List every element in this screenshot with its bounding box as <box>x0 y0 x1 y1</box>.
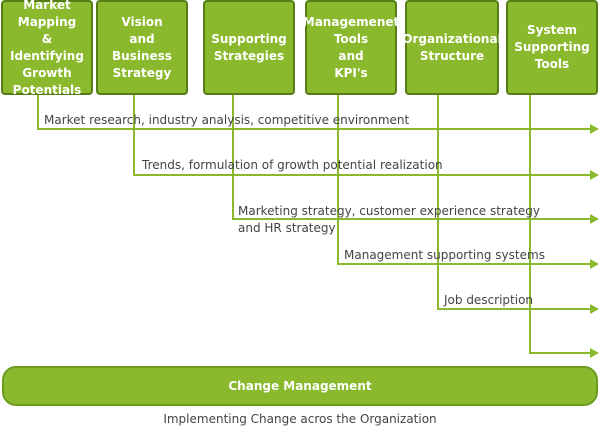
top-box-market-mapping: Market Mapping & Identifying Growth Pote… <box>1 0 93 97</box>
arrowhead <box>590 170 599 180</box>
arrowhead <box>590 124 599 134</box>
vision-label: Vision and Business Strategy <box>112 14 172 80</box>
arrowhead <box>590 348 599 358</box>
connector-management <box>337 95 590 265</box>
arrowhead <box>590 304 599 314</box>
flow-connectors <box>37 95 599 358</box>
connector-system <box>529 95 590 354</box>
supporting-strategies-label: Supporting Strategies <box>211 31 287 63</box>
management-tools-label: Managemenet Tools and KPI's <box>302 14 400 80</box>
arrowhead <box>590 214 599 224</box>
flow-label-job-description: Job description <box>444 293 534 307</box>
top-box-system-tools: System Supporting Tools <box>506 0 598 95</box>
system-tools-label: System Supporting Tools <box>514 23 590 71</box>
flow-label-management-systems: Management supporting systems <box>344 248 545 262</box>
flow-label-trends: Trends, formulation of growth potential … <box>142 158 443 172</box>
organizational-structure-label: Organizational Structure <box>402 31 502 63</box>
top-box-supporting-strategies: Supporting Strategies <box>203 0 295 95</box>
change-management-label: Change Management <box>228 379 372 393</box>
footer-caption: Implementing Change acros the Organizati… <box>163 412 437 426</box>
market-mapping-label: Market Mapping & Identifying Growth Pote… <box>10 0 84 97</box>
connector-supporting <box>232 95 590 220</box>
connector-organizational <box>437 95 590 310</box>
flow-label-marketing-strategy: Marketing strategy, customer experience … <box>238 204 540 235</box>
top-box-organizational-structure: Organizational Structure <box>402 0 502 95</box>
top-box-vision: Vision and Business Strategy <box>96 0 188 95</box>
connector-market-mapping <box>37 95 590 130</box>
flow-label-market-research: Market research, industry analysis, comp… <box>44 113 410 127</box>
change-management-bar: Change Management <box>2 366 598 406</box>
top-box-management-tools: Managemenet Tools and KPI's <box>302 0 400 95</box>
arrowhead <box>590 259 599 269</box>
